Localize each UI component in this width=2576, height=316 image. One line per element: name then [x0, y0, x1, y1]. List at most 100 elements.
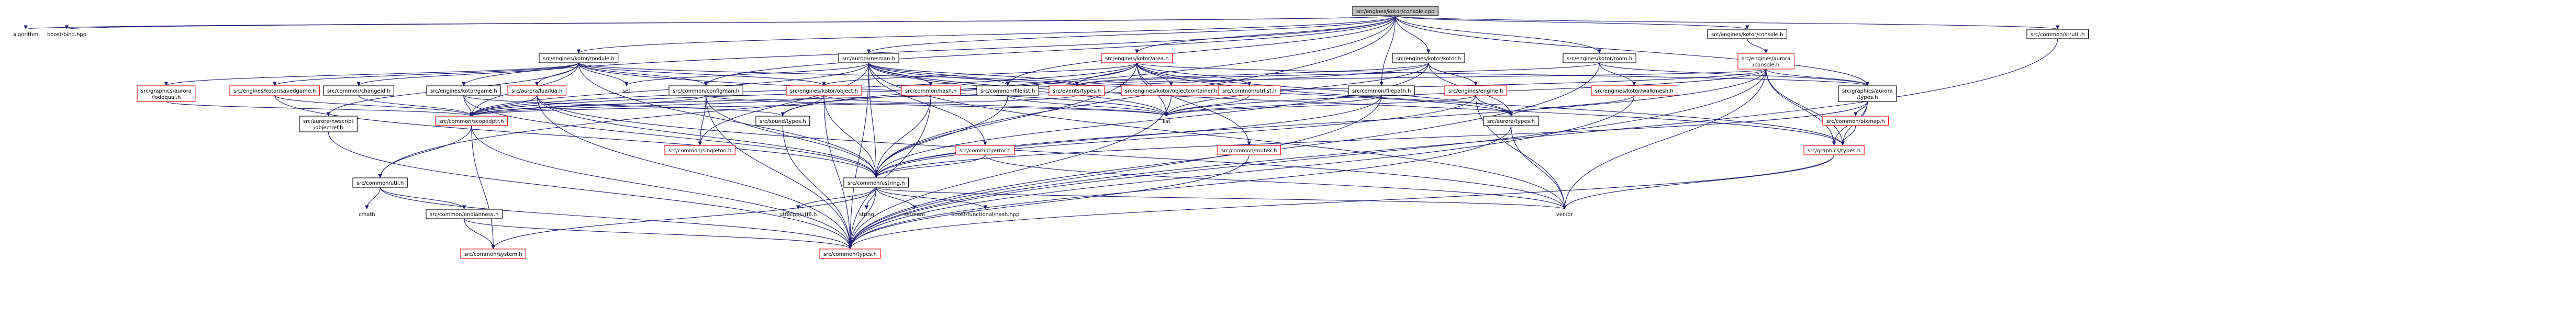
node-box: [352, 177, 408, 188]
node-common-strutil[interactable]: src/common/strutil.h: [2026, 29, 2089, 39]
node-common-pixmap[interactable]: src/common/pixmap.h: [1822, 116, 1889, 126]
node-boost-hash: boost/functional/hash.hpp: [951, 212, 1019, 218]
node-label: src/common/error.h: [960, 148, 1011, 154]
node-cmath: cmath: [359, 212, 375, 218]
node-label: src/engines/kotor/console.h: [1711, 32, 1783, 38]
edge-kotor-module-to-gfx-aurora-lodequal: [164, 62, 579, 86]
node-aurora-console[interactable]: src/engines/aurora/console.h: [1737, 53, 1794, 70]
edge-kotor-room-to-common-types: [848, 62, 1600, 250]
node-common-ptrlist[interactable]: src/common/ptrlist.h: [1218, 85, 1281, 96]
node-common-types[interactable]: src/common/types.h: [819, 249, 881, 259]
node-events-types[interactable]: src/events/types.h: [1049, 85, 1105, 96]
node-kotor-area[interactable]: src/engines/kotor/area.h: [1101, 53, 1173, 63]
node-aurora-types[interactable]: src/aurora/types.h: [1483, 116, 1539, 126]
edge-common-filepath-to-common-ustring: [874, 95, 1382, 178]
node-kotor-module[interactable]: src/engines/kotor/module.h: [539, 53, 619, 63]
node-common-error[interactable]: src/common/error.h: [955, 145, 1015, 155]
edge-common-mutex-to-common-types: [848, 154, 1250, 250]
node-gfx-aurora-types[interactable]: src/graphics/aurora/types.h: [1838, 85, 1897, 102]
node-box: [664, 145, 735, 155]
node-kotor-kotor[interactable]: src/engines/kotor/kotor.h: [1392, 53, 1465, 63]
node-label: src/common/configman.h: [673, 88, 739, 94]
node-label: src/engines/kotor/room.h: [1567, 56, 1632, 62]
edge-kotor-module-to-events-types: [578, 62, 1079, 86]
node-sound-types[interactable]: src/sound/types.h: [755, 116, 810, 126]
node-kotor-walkmesh[interactable]: src/engines/kotor/walkmesh.h: [1591, 85, 1678, 96]
node-common-system[interactable]: src/common/system.h: [460, 249, 527, 259]
edge-kotor-room-to-kotor-walkmesh: [1599, 62, 1636, 86]
node-root[interactable]: src/engines/kotor/console.cpp: [1352, 6, 1438, 16]
edge-aurora-lua-lua-to-vector: [537, 95, 1567, 210]
node-aurora-nwscript-objectref[interactable]: src/aurora/nwscript/objectref.h: [299, 116, 358, 132]
node-label: src/common/strutil.h: [2031, 32, 2084, 38]
edge-kotor-module-to-list: [578, 62, 1169, 117]
node-label: src/sound/types.h: [760, 119, 806, 125]
node-kotor-game[interactable]: src/engines/kotor/game.h: [426, 85, 501, 96]
node-label: src/common/filelist.h: [980, 88, 1035, 94]
node-box: [1803, 145, 1865, 155]
node-label: src/common/changeid.h: [327, 88, 390, 94]
node-aurora-resman[interactable]: src/aurora/resman.h: [838, 53, 899, 63]
edge-root-to-common-ustring: [874, 15, 1396, 178]
edge-aurora-resman-to-common-singleton: [698, 62, 869, 146]
node-engines-engine[interactable]: src/engines/engine.h: [1444, 85, 1507, 96]
node-box: [137, 85, 196, 102]
edge-kotor-area-to-common-mutex: [1136, 62, 1251, 146]
node-label: src/common/singleton.h: [668, 148, 731, 154]
node-label: src/engines/engine.h: [1448, 88, 1503, 94]
node-gfx-types[interactable]: src/graphics/types.h: [1803, 145, 1865, 155]
node-label: sstream: [904, 212, 925, 218]
node-label: src/engines/kotor/object.h: [790, 88, 858, 94]
edge-gfx-aurora-lodequal-to-common-scopedptr: [165, 101, 474, 117]
node-box: [426, 85, 501, 96]
node-common-hash[interactable]: src/common/hash.h: [901, 85, 961, 96]
node-bind: boost/bind.hpp: [47, 32, 86, 38]
edge-kotor-module-to-kotor-savedgame: [273, 62, 579, 86]
node-kotor-console-h[interactable]: src/engines/kotor/console.h: [1707, 29, 1788, 39]
node-gfx-aurora-lodequal[interactable]: src/graphics/aurora/lodequal.h: [137, 85, 196, 102]
node-label: src/graphics/aurora: [141, 88, 192, 94]
edge-aurora-resman-to-common-ustring: [868, 62, 878, 178]
node-label: src/common/pixmap.h: [1826, 119, 1885, 125]
node-common-util[interactable]: src/common/util.h: [352, 177, 408, 188]
node-algorithm: algorithm: [13, 32, 38, 38]
node-kotor-object[interactable]: src/engines/kotor/object.h: [786, 85, 862, 96]
edge-aurora-resman-to-common-hash: [868, 62, 933, 86]
node-box: [229, 85, 320, 96]
edge-root-to-gfx-aurora-types: [1395, 15, 1870, 86]
node-label: src/common/hash.h: [905, 88, 956, 94]
edge-kotor-walkmesh-to-aurora-types: [1509, 95, 1635, 117]
node-common-mutex[interactable]: src/common/mutex.h: [1217, 145, 1281, 155]
node-box: [1348, 85, 1415, 96]
node-common-filepath[interactable]: src/common/filepath.h: [1348, 85, 1415, 96]
edge-kotor-module-to-aurora-lua-lua: [534, 62, 579, 86]
edge-common-configman-to-list: [706, 95, 1168, 117]
node-common-singleton[interactable]: src/common/singleton.h: [664, 145, 735, 155]
edge-common-configman-to-common-types: [706, 95, 852, 250]
node-aurora-lua-lua[interactable]: src/aurora/lua/lua.h: [507, 85, 566, 96]
edge-common-util-to-common-endianness: [380, 187, 466, 210]
node-box: [1217, 145, 1281, 155]
node-label: src/engines/kotor/game.h: [430, 88, 497, 94]
node-box: [1049, 85, 1105, 96]
edge-common-error-to-common-ustring: [874, 154, 986, 178]
node-common-endianness[interactable]: src/common/endianness.h: [426, 209, 503, 219]
node-kotor-room[interactable]: src/engines/kotor/room.h: [1563, 53, 1636, 63]
node-set: set: [622, 88, 630, 94]
node-common-scopedptr[interactable]: src/common/scopedptr.h: [435, 116, 508, 126]
edge-kotor-game-to-sound-types: [463, 95, 785, 117]
node-common-changeid[interactable]: src/common/changeid.h: [323, 85, 394, 96]
node-common-ustring[interactable]: src/common/ustring.h: [843, 177, 909, 188]
edge-aurora-console-to-common-ustring: [874, 69, 1767, 178]
edge-common-filelist-to-common-ustring: [874, 95, 1008, 178]
node-common-configman[interactable]: src/common/configman.h: [668, 85, 743, 96]
edge-root-to-kotor-room: [1395, 15, 1602, 54]
node-common-filelist[interactable]: src/common/filelist.h: [976, 85, 1039, 96]
node-kotor-savedgame[interactable]: src/engines/kotor/savedgame.h: [229, 85, 320, 96]
node-label: src/aurora/lua/lua.h: [511, 88, 562, 94]
node-label: src/common/endianness.h: [430, 212, 498, 218]
node-box: [1101, 53, 1173, 63]
edge-gfx-types-to-vector: [1563, 154, 1835, 210]
node-box: [901, 85, 961, 96]
node-kotor-objectcontainer[interactable]: src/engines/kotor/objectcontainer.h: [1121, 85, 1222, 96]
